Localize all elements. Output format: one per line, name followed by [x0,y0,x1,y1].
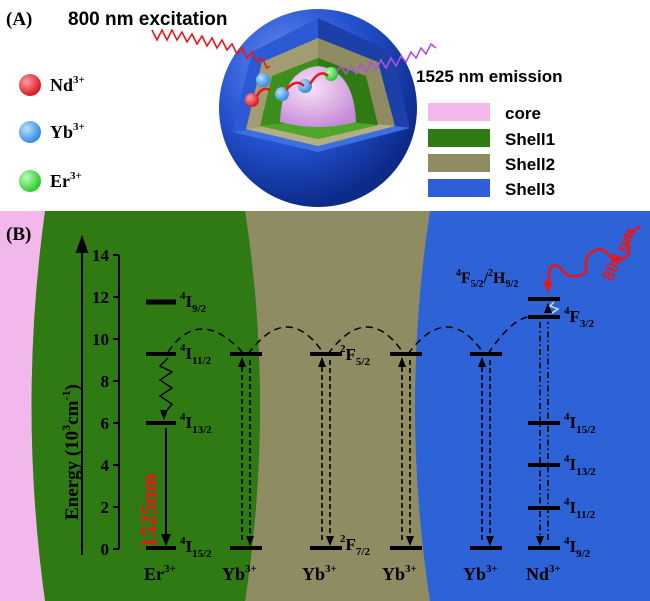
yb-ion-dot-1 [256,73,270,87]
et-arc-3 [327,326,405,355]
er-label-i132: 4I13/2 [180,411,212,436]
energy-ticks: 0 2 4 6 8 10 12 14 [92,246,119,559]
excitation-wave [151,28,271,70]
yb-column-3 [390,352,422,550]
er-label-i112: 4I11/2 [180,342,212,367]
energy-axis-title: Energy (103cm-1) [59,384,83,520]
er-levels [146,299,176,550]
yb-label-f72: 2F7/2 [340,533,370,558]
shell1-legend-label: Shell1 [505,130,555,149]
yb-ion-dot-3 [298,79,312,93]
transfer-arrow-1 [255,87,271,97]
nd-label-i92: 4I9/2 [564,535,591,560]
yb-ion-label: Yb3+ [50,121,85,142]
nd-ion-swatch [19,74,41,96]
er-ion-dot [324,67,338,81]
nd-levels [528,297,560,550]
nd-label-i112: 4I11/2 [564,496,596,521]
transfer-arrow-3 [308,72,329,85]
nanoparticle-illustration [219,9,417,207]
core-legend-label: core [505,104,541,123]
energy-tick-label: 10 [92,330,109,349]
yb-emission-arrowhead [486,536,494,546]
nd-transition-1-arrowhead [536,536,544,546]
core-region [0,211,45,601]
nd-excitation-arrowhead [544,303,552,313]
yb-absorption-arrowhead [478,357,486,367]
yb-column-1 [230,352,262,550]
yb-emission-arrowhead [406,536,414,546]
ion-label-er: Er3+ [144,563,176,584]
yb-column-4 [470,352,502,550]
energy-arrow-head [75,235,89,253]
panel-a-label: (A) [6,9,32,30]
shell2-region [245,211,430,601]
transfer-arrow-2 [285,81,305,91]
yb-emission-arrowhead [326,536,334,546]
nd-ion-dot [245,93,259,107]
shell1-swatch [428,129,490,147]
et-arc-2 [247,326,325,355]
shell1-region [0,211,260,601]
nd-label-f32: 4F3/2 [564,305,594,330]
excitation-wave-b-arrowhead [543,281,553,293]
ion-legend: Nd3+ Yb3+ Er3+ [19,74,85,192]
er-emission-arrowhead [161,534,171,546]
yb-column-2 [310,352,342,550]
er-ion-label: Er3+ [50,170,82,191]
shell2-legend-label: Shell2 [505,155,555,174]
core-dome [280,66,356,127]
energy-tick-label: 12 [92,288,109,307]
emission-label: 1525 nm emission [416,67,562,86]
er-nonradiative-decay [158,357,174,415]
er-ion-swatch [19,170,41,192]
shell3-swatch [428,179,490,197]
panel-b-label: (B) [6,224,31,245]
energy-axis [75,235,120,555]
er-decay-arrowhead [160,410,168,420]
ion-label-nd: Nd3+ [526,563,561,584]
yb-emission-arrowhead [246,536,254,546]
yb-ion-dot-2 [275,87,289,101]
ion-label-yb-1: Yb3+ [222,563,257,584]
shell3-legend-label: Shell3 [505,180,555,199]
yb-ion-swatch [19,121,41,143]
nd-ion-label: Nd3+ [50,74,85,95]
nd-label-i132: 4I13/2 [564,453,596,478]
energy-tick-label: 6 [101,414,110,433]
er-label-i92: 4I9/2 [180,290,207,315]
emission-wavelength-label: 1525nm [136,473,161,548]
excitation-label: 800 nm excitation [68,9,227,30]
energy-tick-label: 4 [101,456,110,475]
ion-label-yb-2: Yb3+ [302,563,337,584]
ion-labels: Er3+ Yb3+ Yb3+ Yb3+ Yb3+ Nd3+ [144,563,561,584]
panel-b-background [0,211,650,601]
ion-label-yb-3: Yb3+ [382,563,417,584]
ion-label-yb-4: Yb3+ [463,563,498,584]
excitation-wave-b [546,224,641,285]
yb-levels [230,352,502,550]
emission-wave [335,42,437,76]
energy-tick-label: 14 [92,246,110,265]
et-arc-4 [407,326,485,355]
yb-label-f52: 2F5/2 [340,343,370,368]
core-swatch [428,103,490,121]
yb-absorption-arrowhead [238,357,246,367]
energy-tick-label: 0 [101,540,110,559]
energy-tick-label: 2 [101,498,110,517]
nd-relaxation-squiggle [548,301,560,314]
yb-absorption-arrowhead [398,357,406,367]
nd-label-f52h92: 4F5/2/2H9/2 [456,268,518,290]
energy-tick-label: 8 [101,372,110,391]
shell2-swatch [428,154,490,172]
nd-label-i152: 4I15/2 [564,411,596,436]
layer-legend: core Shell1 Shell2 Shell3 [428,103,555,199]
er-label-i152: 4I15/2 [180,535,212,560]
yb-absorption-arrowhead [318,357,326,367]
